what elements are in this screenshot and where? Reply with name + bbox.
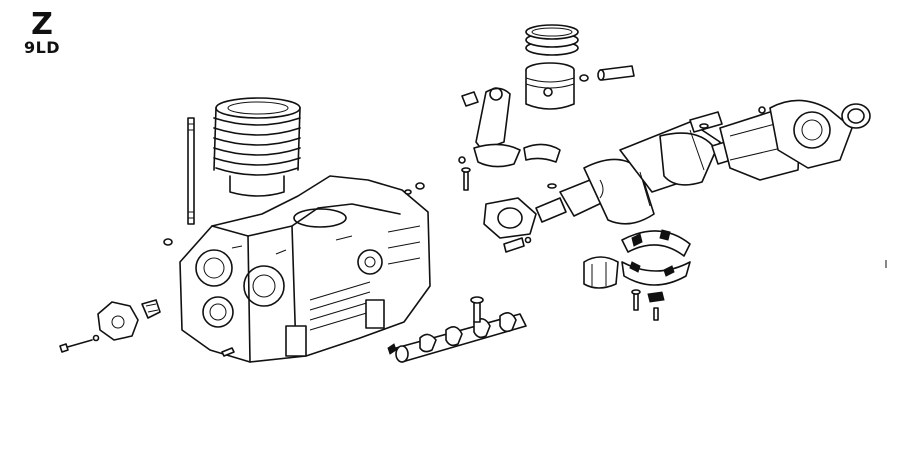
- bearing-shell-icon: [583, 229, 691, 321]
- stud-bolt-icon: [187, 117, 195, 225]
- front-bearing-housing-icon: [483, 197, 537, 253]
- piston-icon: [525, 62, 589, 110]
- main-bearing-flange-icon: [719, 99, 853, 181]
- piston-pin-icon: [597, 65, 635, 81]
- camshaft-icon: [387, 296, 527, 363]
- engine-block-icon: [179, 175, 431, 363]
- cylinder-icon: [213, 97, 301, 197]
- fastener-icon: [163, 182, 425, 357]
- crankshaft-icon: [535, 111, 745, 225]
- model-badge: Z 9LD: [18, 10, 66, 56]
- piston-rings-icon: [525, 24, 579, 56]
- model-letter: Z: [31, 7, 53, 42]
- model-code: 9LD: [23, 38, 61, 57]
- oil-pump-icon: [59, 299, 161, 353]
- oil-seal-icon: [841, 103, 871, 129]
- connecting-rod-icon: [458, 87, 561, 191]
